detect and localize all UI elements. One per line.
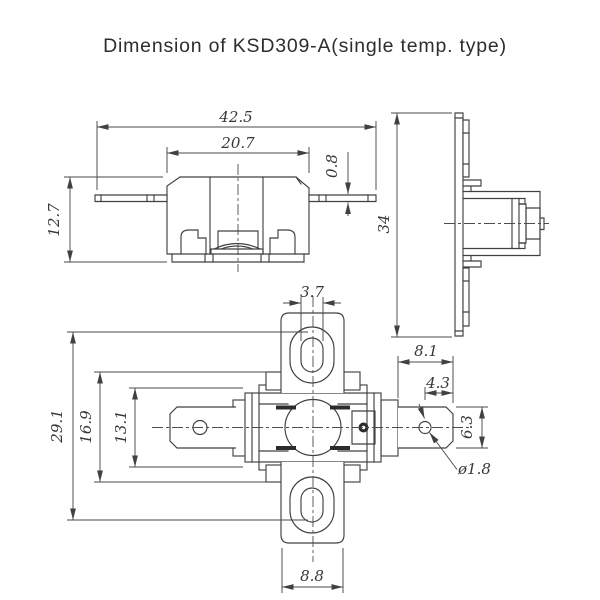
dim-terminal-length-label: 8.1 xyxy=(414,342,438,360)
dim-terminal-width-label: 6.3 xyxy=(458,415,476,439)
body-inner-lines xyxy=(258,403,368,452)
shoulder-right xyxy=(380,399,399,457)
mount-tab-bottom xyxy=(280,462,345,544)
dim-slot-width-label: 3.7 xyxy=(300,283,324,301)
dim-body-width-label: 20.7 xyxy=(220,134,255,152)
drawing-title: Dimension of KSD309-A(single temp. type) xyxy=(103,35,507,57)
extension-lines xyxy=(64,121,377,263)
contact-slot-top-left xyxy=(276,405,296,410)
body-inner-lines xyxy=(209,176,302,255)
dim-overall-height-label: 29.1 xyxy=(48,409,66,443)
dim-overall-width-label: 42.5 xyxy=(218,108,252,126)
extension-lines xyxy=(391,112,452,338)
tab-slot-bottom xyxy=(300,487,324,523)
bracket-arm-bottom xyxy=(462,254,482,268)
edge-strip-top xyxy=(462,119,470,178)
terminal-left xyxy=(94,194,168,203)
dim-end-height-label: 34 xyxy=(375,214,393,233)
flange-plate-ticks xyxy=(454,117,464,332)
contact-slot-bottom-left xyxy=(276,446,296,450)
cap-outer xyxy=(525,207,541,240)
mount-foot-right xyxy=(269,229,296,255)
dim-body-height-label: 13.1 xyxy=(112,410,130,443)
dim-height-label: 12.7 xyxy=(45,203,63,237)
button-housing xyxy=(210,230,264,255)
hole-leader-arrow xyxy=(417,403,425,419)
tab-boss-top xyxy=(289,326,335,384)
body-inner-lines xyxy=(462,197,513,250)
side-view: 42.5 20.7 12.7 0.8 xyxy=(45,108,377,272)
edge-strip-ticks xyxy=(462,132,470,313)
clamp-wing-top-right xyxy=(342,371,361,391)
contact-slot-top-right xyxy=(330,405,350,410)
clamp-wing-bottom-right xyxy=(342,464,361,483)
hole-diameter-leader xyxy=(429,432,458,470)
mount-foot-left xyxy=(180,229,207,255)
dim-tab-width-label: 8.8 xyxy=(300,567,324,585)
bracket-arm-top xyxy=(462,179,482,193)
dim-hole-diameter-label: ø1.8 xyxy=(457,460,491,478)
edge-strip-bottom xyxy=(462,267,470,327)
terminal-crimp-ticks xyxy=(100,194,369,203)
plan-view: 3.7 29.1 16.9 13.1 8.1 4.3 6.3 ø1.8 8.8 xyxy=(48,283,491,593)
contact-slot-bottom-right xyxy=(330,446,350,450)
end-view: 34 xyxy=(375,112,549,338)
dim-hole-to-tip-label: 4.3 xyxy=(425,374,450,392)
tab-slot-top xyxy=(300,337,324,373)
rivet-dot-center xyxy=(361,425,366,430)
tab-boss-bottom xyxy=(289,476,335,534)
flange-plate xyxy=(454,112,464,337)
dim-bracket-span-label: 16.9 xyxy=(77,410,95,444)
rivet-pocket xyxy=(351,410,376,445)
base-plate-ticks xyxy=(204,253,270,263)
dim-terminal-thickness-label: 0.8 xyxy=(323,154,341,178)
sensing-dome xyxy=(213,242,261,250)
base-plate xyxy=(171,253,305,263)
